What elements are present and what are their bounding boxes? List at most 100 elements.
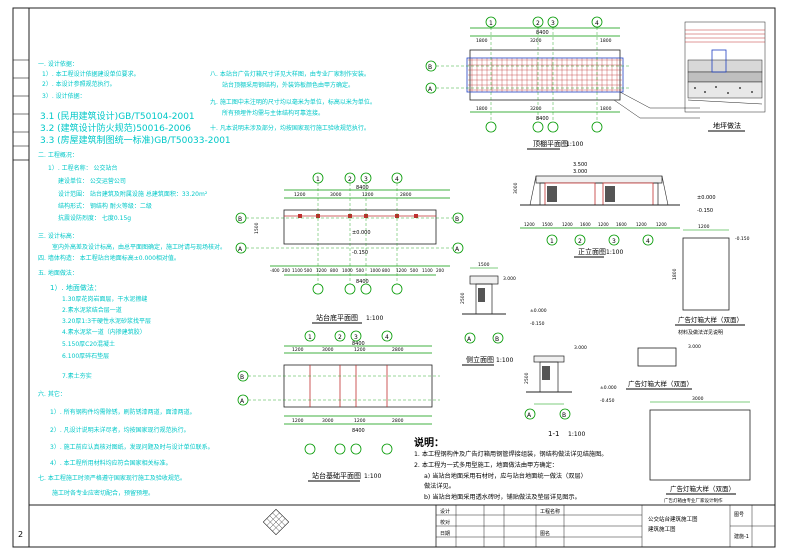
ad-wide-dim: 3000 bbox=[692, 396, 704, 402]
roof-axis-b: B bbox=[428, 64, 432, 71]
design-note-line: 站台顶棚采用钢结构，外装饰板颜色由甲方确定。 bbox=[222, 81, 354, 89]
tb-no-label: 图号 bbox=[734, 512, 744, 518]
pp-elev1: ±0.000 bbox=[352, 230, 371, 236]
roof-plan-scale: 1:100 bbox=[566, 141, 583, 148]
front-dim-label: 1200 bbox=[636, 222, 647, 227]
pp-elev2: -0.150 bbox=[352, 250, 368, 256]
bp-dim-2: 3000 bbox=[322, 347, 334, 353]
bp-axis-2: 2 bbox=[338, 334, 342, 341]
section-elev-zero: ±0.000 bbox=[600, 385, 617, 391]
design-note-line: 所有预埋件均需与主体结构可靠连接。 bbox=[222, 109, 324, 117]
design-notes-continued: 八. 本站台广告灯箱尺寸详见大样图，由专业厂家制作安装。站台顶棚采用钢结构，外装… bbox=[210, 70, 376, 132]
floor-detail-title: 地坪做法 bbox=[713, 121, 741, 130]
design-notes: 一. 设计依据：1）. 本工程设计依据建设单位要求。2）. 本设计参照规范执行。… bbox=[38, 60, 231, 497]
binding-strip-ticks bbox=[13, 59, 29, 147]
design-note-line: 2）. 凡设计说明未详尽者，均按国家现行规范执行。 bbox=[50, 426, 190, 434]
front-elev-top: 3.500 bbox=[573, 162, 587, 168]
roof-dim-b3: 1800 bbox=[600, 106, 612, 112]
floor-detail: 地坪做法 bbox=[684, 21, 766, 132]
roof-axis-2: 2 bbox=[536, 20, 540, 27]
platform-plan: 8400 1200 3000 1200 2800 1 2 3 4 B A B A… bbox=[235, 172, 464, 324]
design-note-line: 1）. 所有钢构件均需除锈，刷防锈漆两道，面漆两道。 bbox=[50, 408, 196, 416]
platform-dim-label: 500 bbox=[304, 268, 312, 273]
pp-axis-a: A bbox=[238, 246, 243, 253]
design-note-line: 建设单位： 公交运营公司 bbox=[58, 177, 126, 185]
design-note-line: 3.3 (房屋建筑制图统一标准)GB/T50033-2001 bbox=[40, 134, 231, 146]
pp-axis-2: 2 bbox=[348, 176, 352, 183]
platform-dim-label: 500 bbox=[410, 268, 418, 273]
pp-dim-left: 1500 bbox=[254, 222, 260, 234]
roof-dim-btotal: 8400 bbox=[536, 116, 549, 122]
explanation-lines: 1. 本工程钢构件及广告灯箱用钢管焊接组装，钢结构做法详见结施图。2. 本工程为… bbox=[414, 450, 608, 501]
pp-axis-1: 1 bbox=[316, 176, 320, 183]
roof-dim-1: 1800 bbox=[476, 38, 488, 44]
bp-dim-b4: 2800 bbox=[392, 418, 404, 424]
ad-small-title: 广告灯箱大样（双面） bbox=[628, 379, 693, 388]
ad-wide-title: 广告灯箱大样（双面） bbox=[670, 484, 735, 493]
design-note-line: 3.1 (民用建筑设计)GB/T50104-2001 bbox=[40, 110, 195, 122]
title-block: 设计 校对 日期 工程名称 图名 公交站台建筑施工图 建筑施工图 图号 建施-1 bbox=[29, 504, 776, 548]
tb-drawing-name: 公交站台建筑施工图 bbox=[648, 515, 698, 523]
bp-dim-total: 8400 bbox=[352, 341, 365, 347]
design-note-line: 4）. 本工程所用材料均应符合国家相关标准。 bbox=[50, 459, 172, 467]
side-axis-a: A bbox=[467, 336, 472, 343]
design-note-line: 1）. 地面做法： bbox=[50, 283, 101, 292]
design-note-line: 七. 本工程施工时须严格遵守国家现行施工及验收规范。 bbox=[38, 474, 186, 482]
side-elevation: 1500 2500 3.000 ±0.000 -0.150 A B 侧立面图 1… bbox=[460, 262, 547, 366]
platform-dim-label: 200 bbox=[436, 268, 444, 273]
design-note-line: 三. 设计标高： bbox=[38, 232, 78, 240]
design-note-line: 1）. 工程名称： 公交站台 bbox=[48, 164, 118, 172]
bp-dim-b2: 3000 bbox=[322, 418, 334, 424]
explanation-title: 说明： bbox=[414, 436, 444, 449]
pp-dim-4: 2800 bbox=[400, 192, 412, 198]
bp-axis-3: 3 bbox=[354, 334, 358, 341]
side-elev-top: 3.000 bbox=[503, 276, 516, 282]
design-note-line: 2.素水泥浆结合层一道 bbox=[62, 306, 122, 314]
design-note-line: 五. 地面做法： bbox=[38, 269, 78, 277]
bp-axis-4: 4 bbox=[385, 334, 389, 341]
section-dim-left: 2500 bbox=[524, 372, 530, 384]
design-note-line: 1）. 本工程设计依据建设单位要求。 bbox=[42, 70, 140, 78]
roof-axis-1: 1 bbox=[489, 20, 493, 27]
roof-hatch bbox=[468, 58, 622, 92]
design-note-line: 4.素水泥浆一道（内掺建筑胶） bbox=[62, 328, 146, 336]
bp-axis-a: A bbox=[240, 398, 245, 405]
roof-dim-b1: 1800 bbox=[476, 106, 488, 112]
bp-dim-b1: 1200 bbox=[292, 418, 304, 424]
roof-dim-total: 8400 bbox=[536, 30, 549, 36]
platform-dim-label: 1000 bbox=[370, 268, 381, 273]
front-axis-2: 2 bbox=[578, 238, 582, 245]
section-scale: 1:100 bbox=[568, 431, 585, 438]
ad-big-dim-v: 1800 bbox=[672, 268, 678, 280]
front-elev-left: 3000 bbox=[513, 182, 519, 194]
explanation-line: 1. 本工程钢构件及广告灯箱用钢管焊接组装，钢结构做法详见结施图。 bbox=[414, 450, 608, 458]
tb-drawing-label: 图名 bbox=[540, 530, 550, 537]
design-note-line: 2）. 本设计参照规范执行。 bbox=[42, 80, 116, 88]
front-dim-label: 1600 bbox=[616, 222, 627, 227]
section-elev-top: 3.000 bbox=[574, 345, 587, 351]
explanation-line: a) 当站台地面采用石材时，应与站台地面统一做法（双层） bbox=[424, 472, 587, 480]
sheet-border bbox=[12, 7, 776, 548]
design-note-line: 设计范围： 站台建筑及附属设施 总建筑面积：33.20m² bbox=[58, 190, 208, 198]
ad-big-note: 材料及做法详见说明 bbox=[678, 329, 723, 336]
tb-no: 建施-1 bbox=[734, 533, 749, 540]
design-note-line: 结构形式： 钢结构 耐火等级：二级 bbox=[58, 202, 152, 210]
front-dim-label: 1200 bbox=[656, 222, 667, 227]
bp-axis-1: 1 bbox=[308, 334, 312, 341]
pp-axis-4: 4 bbox=[395, 176, 399, 183]
page-number: 2 bbox=[18, 530, 23, 539]
design-note-line: 二. 工程概况： bbox=[38, 151, 78, 159]
base-plan-title: 站台基础平面图 bbox=[312, 471, 361, 480]
design-note-line: 抗震设防烈度： 七度0.15g bbox=[58, 214, 131, 222]
section-title: 1-1 bbox=[548, 430, 559, 438]
roof-axis-3: 3 bbox=[551, 20, 555, 27]
platform-dim-label: -400 bbox=[270, 268, 280, 273]
side-elev-1: ±0.000 bbox=[530, 308, 547, 314]
front-axis-3: 3 bbox=[612, 238, 616, 245]
bp-dim-1: 1200 bbox=[292, 347, 304, 353]
front-axis-4: 4 bbox=[646, 238, 650, 245]
base-plan-scale: 1:100 bbox=[364, 473, 381, 480]
roof-plan-title: 顶棚平面图 bbox=[533, 139, 568, 148]
